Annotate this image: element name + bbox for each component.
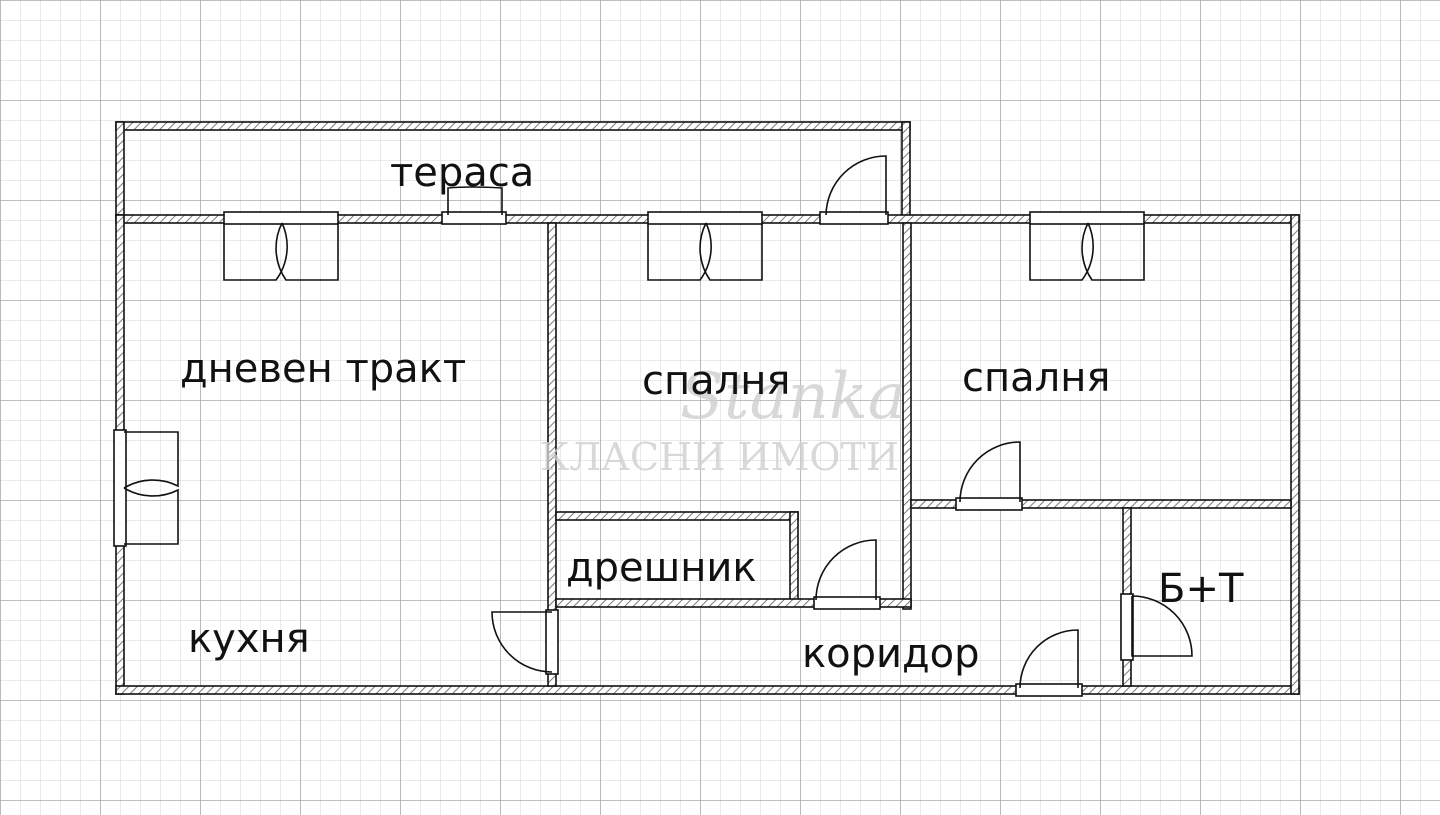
label-living: дневен тракт — [180, 346, 466, 392]
watermark-script: Stanka — [680, 360, 906, 434]
label-bathroom: Б+Т — [1158, 566, 1244, 612]
label-bedroom-2: спалня — [962, 355, 1110, 401]
label-bedroom-1: спалня — [642, 358, 790, 404]
label-closet: дрешник — [566, 545, 757, 591]
label-kitchen: кухня — [188, 616, 310, 662]
watermark: Stanka КЛАСНИ ИМОТИ — [540, 360, 906, 479]
openings — [113, 155, 1193, 697]
label-terrace: тераса — [390, 150, 534, 196]
watermark-caption: КЛАСНИ ИМОТИ — [540, 435, 899, 479]
label-corridor: коридор — [802, 631, 980, 677]
